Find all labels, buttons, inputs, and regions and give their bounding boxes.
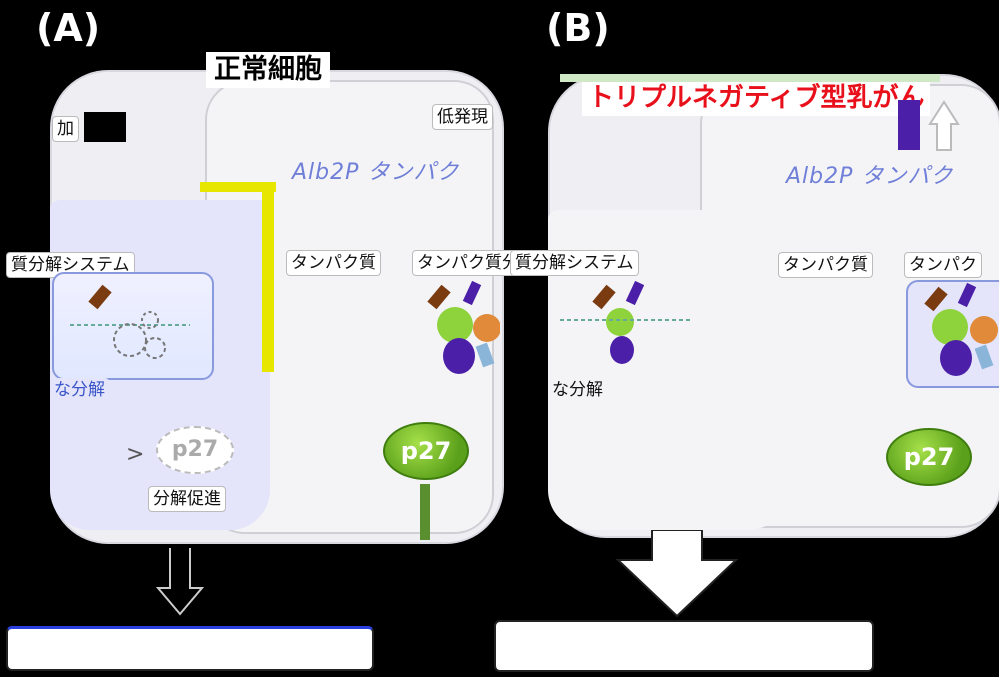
panel-a-promote-label: 分解促進 xyxy=(148,486,226,512)
panel-a-yellow-bar-vertical xyxy=(262,182,274,372)
panel-a-green-stem xyxy=(420,484,430,540)
panel-b-letter: (B) xyxy=(546,6,610,50)
panel-a-label-top-right: 低発現 xyxy=(432,104,493,130)
panel-a-protein-name: Alb2P タンパク xyxy=(292,160,460,185)
panel-b-green-band xyxy=(560,74,940,82)
panel-a-down-arrow xyxy=(155,548,205,616)
panel-b-down-arrow xyxy=(615,530,739,618)
panel-b-protein-label-2: タンパク xyxy=(904,252,982,278)
panel-b-result-box xyxy=(494,620,874,672)
panel-a-p27-dashed: p27 xyxy=(156,426,234,474)
panel-a-proteasome-icon xyxy=(70,284,190,359)
panel-b-proteasome-icon xyxy=(560,280,690,364)
panel-a-arrow: > xyxy=(126,442,145,467)
panel-a-proteasome-right-icon xyxy=(427,280,500,374)
panel-b-proteasome-right-icon xyxy=(924,282,998,376)
panel-a-degradation-label: な分解 xyxy=(50,378,109,402)
panel-a-protein-label: タンパク質 xyxy=(286,250,381,276)
panel-b-title: トリプルネガティブ型乳がん xyxy=(582,80,931,116)
panel-a-yellow-bar xyxy=(200,182,276,192)
panel-b-up-arrow-icon xyxy=(898,100,960,151)
panel-b-p27-solid: p27 xyxy=(886,428,972,486)
panel-a-result-box xyxy=(6,626,374,671)
panel-a-black-bar xyxy=(84,112,126,142)
panel-a-p27-solid: p27 xyxy=(383,422,469,480)
panel-b-protein-name: Alb2P タンパク xyxy=(786,164,954,189)
panel-a-letter: (A) xyxy=(36,6,101,50)
panel-b-system-left: 質分解システム xyxy=(510,250,639,276)
panel-a-label-top-left: 加 xyxy=(52,116,79,142)
panel-b-protein-label: タンパク質 xyxy=(778,252,873,278)
panel-a-title: 正常細胞 xyxy=(206,52,330,88)
panel-b-degradation-label: な分解 xyxy=(548,378,607,402)
